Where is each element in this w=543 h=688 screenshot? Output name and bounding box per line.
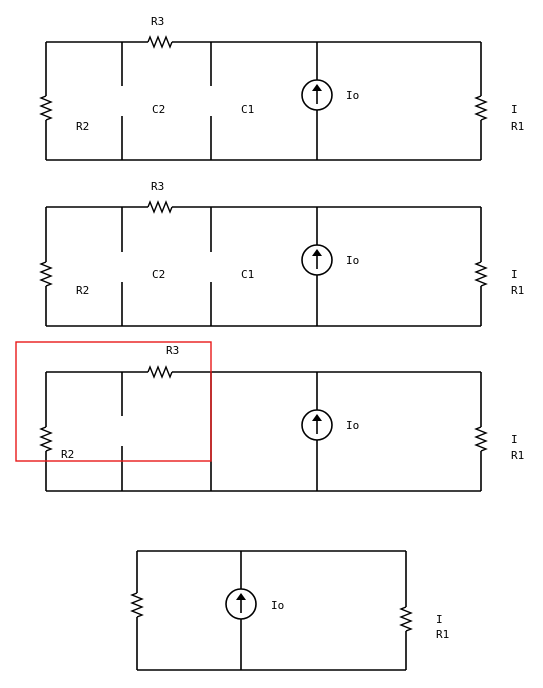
highlight-box (15, 341, 212, 462)
resistor-r1 (474, 261, 488, 287)
circuit-3: R3 R2 Io I R1 (15, 341, 524, 492)
frame-wire (137, 550, 406, 671)
label-i: I (511, 103, 518, 116)
resistor-r3 (147, 35, 173, 49)
resistor-r1 (474, 426, 488, 452)
resistor-r2 (39, 95, 53, 121)
label-c2: C2 (152, 268, 165, 281)
label-i: I (511, 433, 518, 446)
label-r1: R1 (511, 120, 524, 133)
label-r2: R2 (76, 120, 89, 133)
arrowhead-icon (312, 414, 322, 421)
label-io: Io (346, 89, 359, 102)
circuit-1: R3 R2 C2 C1 Io I R1 (39, 15, 524, 161)
left-resistor (130, 592, 144, 618)
resistor-r2 (39, 261, 53, 287)
resistor-r1 (474, 95, 488, 121)
arrowhead-icon (236, 593, 246, 600)
label-r1: R1 (511, 284, 524, 297)
label-r3: R3 (151, 15, 164, 28)
label-i: I (436, 613, 443, 626)
label-r1: R1 (436, 628, 449, 641)
resistor-r1 (399, 606, 413, 632)
label-r1: R1 (511, 449, 524, 462)
label-c2: C2 (152, 103, 165, 116)
label-io: Io (271, 599, 284, 612)
circuit-4: Io I R1 (130, 550, 449, 671)
label-r2: R2 (76, 284, 89, 297)
label-c1: C1 (241, 103, 254, 116)
label-r3: R3 (166, 344, 179, 357)
label-io: Io (346, 254, 359, 267)
label-io: Io (346, 419, 359, 432)
circuit-2: R3 R2 C2 C1 Io I R1 (39, 180, 524, 327)
label-c1: C1 (241, 268, 254, 281)
label-i: I (511, 268, 518, 281)
arrowhead-icon (312, 84, 322, 91)
label-r2: R2 (61, 448, 74, 461)
resistor-r3 (147, 365, 173, 379)
label-r3: R3 (151, 180, 164, 193)
resistor-r2 (39, 426, 53, 452)
arrowhead-icon (312, 249, 322, 256)
resistor-r3 (147, 200, 173, 214)
